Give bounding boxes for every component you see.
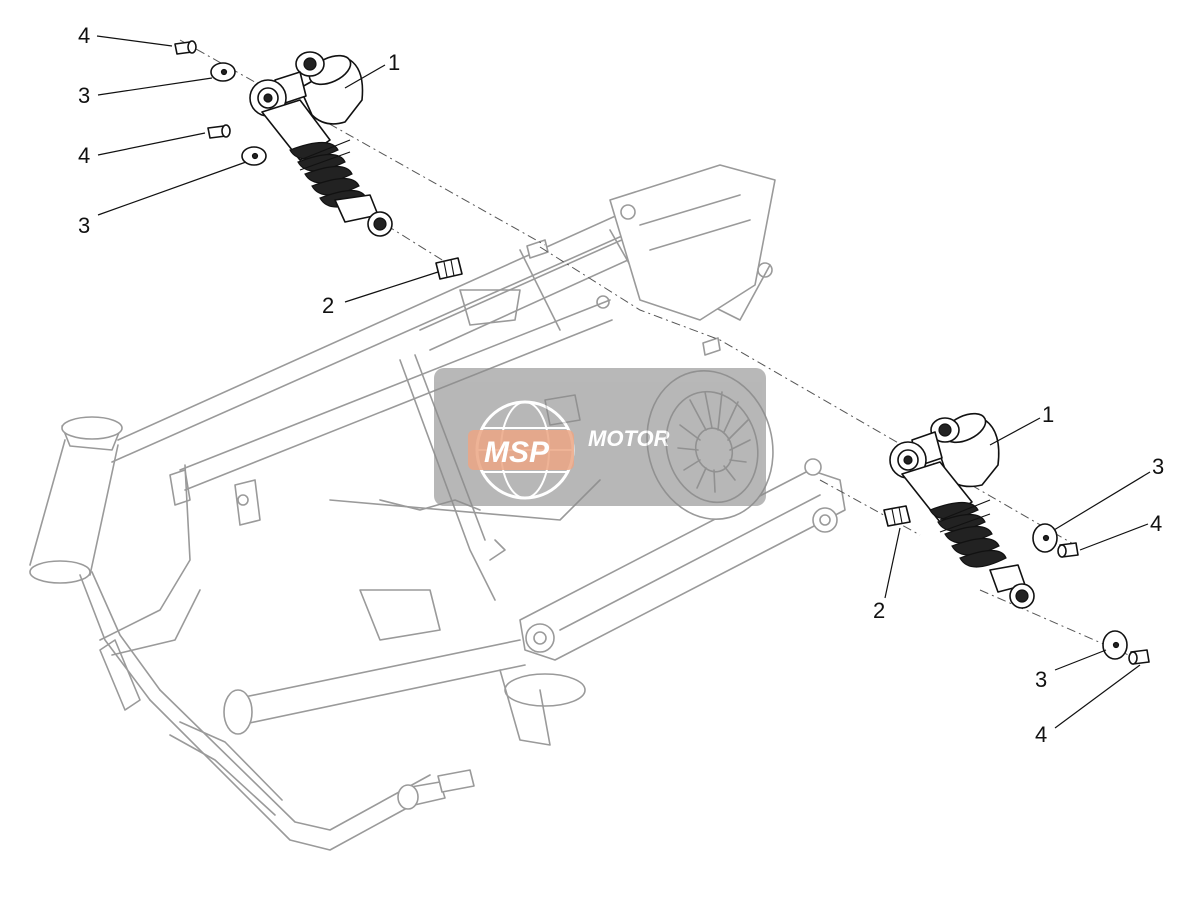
washer-upper-right — [1032, 523, 1058, 553]
callout-washer-mid-left: 3 — [78, 213, 90, 238]
callout-screw-upper-right: 4 — [1150, 511, 1162, 536]
screw-upper-right — [1057, 542, 1079, 558]
shock-absorber-right — [889, 412, 1035, 609]
screw-lower-right — [1128, 649, 1150, 665]
callout-stud-left: 2 — [322, 293, 334, 318]
callout-labels: 4 3 4 3 1 2 1 3 4 2 3 4 — [78, 23, 1164, 747]
stud-left — [435, 257, 463, 280]
washer-mid-left — [241, 146, 267, 166]
shock-absorber-left — [249, 51, 393, 237]
callout-washer-lower-right: 3 — [1035, 667, 1047, 692]
watermark: MSP MOTOR — [434, 368, 766, 506]
callout-washer-upper-left: 3 — [78, 83, 90, 108]
watermark-logo-text: MSP — [484, 436, 550, 469]
callout-stud-right: 2 — [873, 598, 885, 623]
screw-mid-left — [207, 124, 231, 139]
callout-washer-upper-right: 3 — [1152, 454, 1164, 479]
screw-upper-left — [174, 40, 197, 55]
washer-lower-right — [1102, 630, 1128, 660]
callout-shock-absorber-right: 1 — [1042, 402, 1054, 427]
callout-screw-mid-left: 4 — [78, 143, 90, 168]
assembly-axes — [179, 39, 1141, 661]
callout-screw-upper-left: 4 — [78, 23, 90, 48]
leader-lines — [96, 35, 1151, 729]
watermark-logo-plate — [468, 430, 574, 470]
stud-right — [883, 505, 911, 527]
callout-shock-absorber-left: 1 — [388, 50, 400, 75]
callout-screw-lower-right: 4 — [1035, 722, 1047, 747]
washer-upper-left — [210, 62, 236, 82]
watermark-brand-text: MOTOR — [588, 426, 670, 451]
